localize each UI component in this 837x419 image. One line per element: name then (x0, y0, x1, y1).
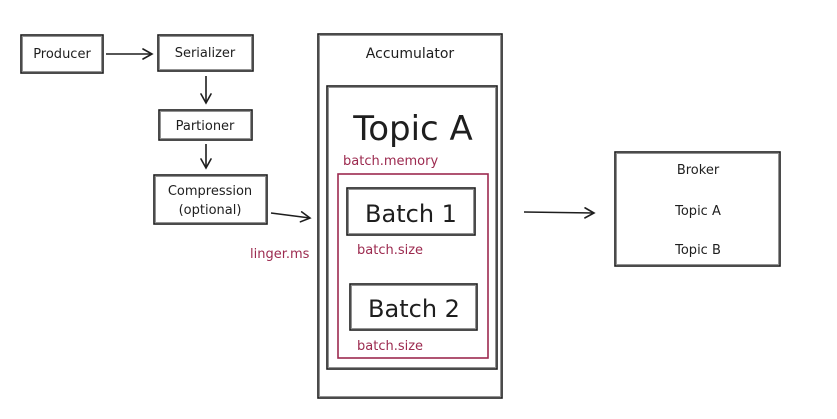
topic-label: Topic A (352, 109, 473, 149)
producer-node: Producer (20, 34, 104, 74)
compression-node: Compression (optional) (153, 174, 268, 225)
batch-1-label: Batch 1 (365, 200, 457, 228)
arrow-accumulator-broker (523, 207, 596, 219)
broker-node: Broker Topic A Topic B (614, 151, 781, 267)
partitioner-label: Partioner (176, 119, 235, 134)
serializer-label: Serializer (175, 46, 236, 61)
compression-label: Compression (168, 184, 252, 199)
accumulator-label: Accumulator (366, 46, 455, 62)
compression-optional-label: (optional) (179, 203, 242, 218)
topic-container: Topic A (326, 85, 498, 370)
batch-memory-region (337, 173, 489, 359)
broker-label: Broker (677, 163, 720, 178)
broker-topic-a-label: Topic A (674, 204, 721, 219)
batch-size-annotation-2: batch.size (357, 339, 423, 354)
linger-ms-annotation: linger.ms (250, 247, 310, 262)
arrow-compression-accumulator (270, 211, 312, 223)
accumulator-container: Accumulator (317, 33, 503, 399)
batch-size-annotation-1: batch.size (357, 243, 423, 258)
batch-memory-annotation: batch.memory (343, 154, 438, 169)
broker-topic-b-label: Topic B (674, 243, 721, 258)
batch-2-node: Batch 2 (349, 283, 478, 331)
producer-label: Producer (33, 47, 91, 62)
batch-2-label: Batch 2 (368, 295, 460, 323)
batch-1-node: Batch 1 (346, 187, 476, 236)
serializer-node: Serializer (157, 34, 254, 72)
partitioner-node: Partioner (158, 109, 253, 141)
